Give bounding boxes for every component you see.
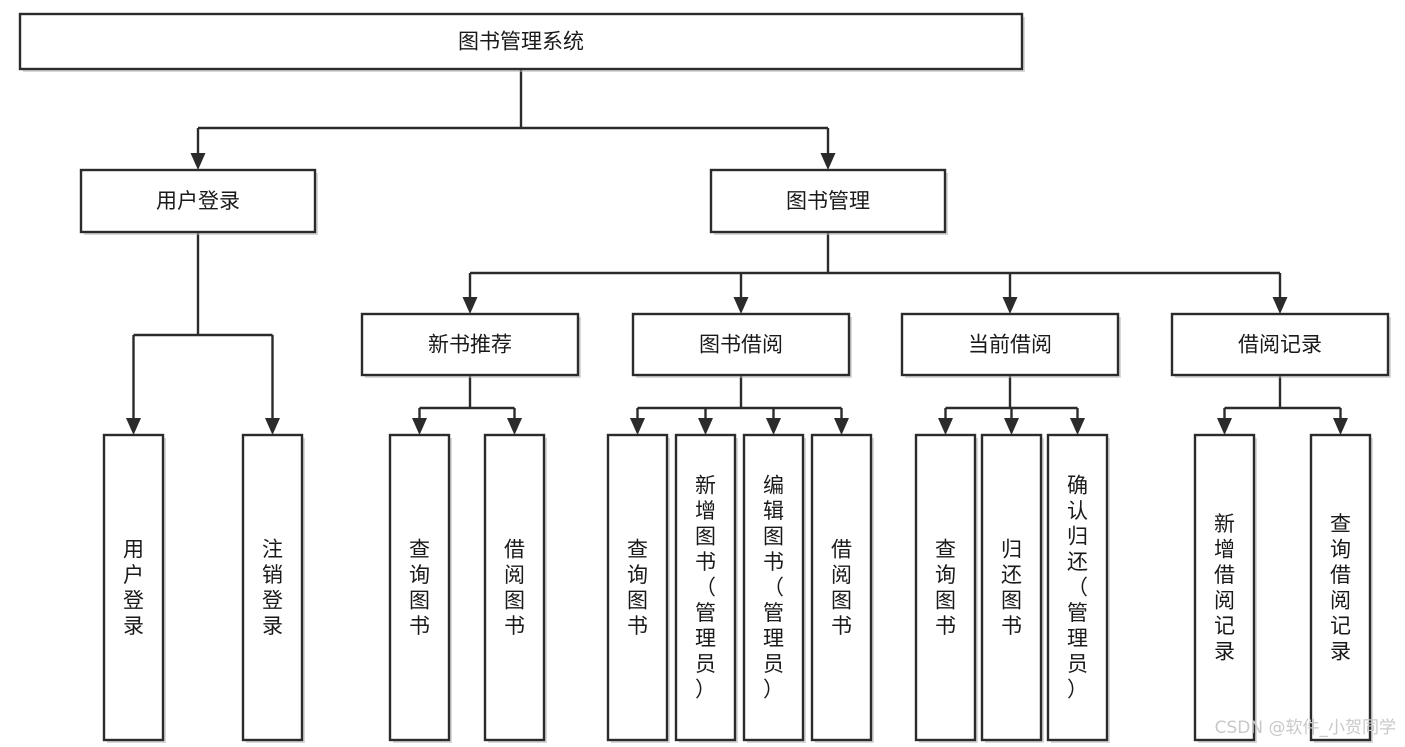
leaf-book-borrow-编辑图书管理员-2[interactable]: 编辑图书（管理员）	[742, 433, 806, 743]
book-mgmt-to-level3-arrow-0	[462, 297, 478, 314]
node-label: 用户登录	[156, 189, 240, 213]
node-level3-新书推荐-0[interactable]: 新书推荐	[360, 312, 581, 378]
leaf-borrow-record-查询借阅记录-1[interactable]: 查询借阅记录	[1309, 433, 1373, 743]
box-outline	[606, 433, 669, 742]
box-outline	[631, 312, 851, 377]
node-label: 借阅记录	[1238, 333, 1322, 357]
node-label: 查询借阅记录	[1330, 512, 1351, 664]
leaf-borrow-record-新增借阅记录-0[interactable]: 新增借阅记录	[1193, 433, 1257, 743]
root-to-level2-arrow-1	[820, 153, 836, 170]
node-label: 借阅图书	[504, 537, 525, 638]
leaf-book-borrow-新增图书管理员-1[interactable]: 新增图书（管理员）	[674, 433, 738, 743]
box-outline	[102, 433, 165, 742]
borrow-record-to-leaves-arrow-0	[1217, 418, 1232, 435]
leaf-user-login-用户登录-0[interactable]: 用户登录	[102, 433, 166, 743]
new-book-to-leaves-arrow-0	[412, 418, 427, 435]
current-borrow-to-leaves-arrow-2	[1070, 418, 1085, 435]
node-label: 注销登录	[262, 537, 283, 638]
book-mgmt-to-level3-arrow-2	[1002, 297, 1018, 314]
box-outline	[388, 433, 451, 742]
box-outline	[742, 433, 805, 742]
current-borrow-to-leaves-arrow-0	[938, 418, 953, 435]
leaf-book-borrow-查询图书-0[interactable]: 查询图书	[606, 433, 670, 743]
book-borrow-to-leaves-arrow-1	[698, 418, 713, 435]
current-borrow-to-leaves-arrow-1	[1004, 418, 1019, 435]
node-label: 查询图书	[627, 537, 648, 638]
node-label: 借阅图书	[831, 537, 852, 638]
csdn-watermark: CSDN @软件_小贺同学	[1215, 718, 1396, 738]
box-outline	[483, 433, 546, 742]
node-label: 查询图书	[409, 537, 430, 638]
leaf-user-login-注销登录-1[interactable]: 注销登录	[241, 433, 305, 743]
box-outline	[1309, 433, 1372, 742]
node-label: 归还图书	[1001, 537, 1022, 638]
user-login-to-leaves-arrow-0	[126, 418, 141, 435]
node-label: 用户登录	[123, 537, 144, 638]
node-label: 查询图书	[935, 537, 956, 638]
node-label: 新增借阅记录	[1214, 512, 1235, 664]
book-borrow-to-leaves-arrow-0	[630, 418, 645, 435]
box-outline	[914, 433, 977, 742]
node-label: 确认归还（管理员）	[1067, 474, 1088, 702]
box-outline	[810, 433, 873, 742]
edges-layer	[126, 69, 1348, 435]
box-outline	[674, 433, 737, 742]
leaf-new-book-借阅图书-1[interactable]: 借阅图书	[483, 433, 547, 743]
leaf-current-borrow-确认归还管理员-2[interactable]: 确认归还（管理员）	[1046, 433, 1110, 743]
borrow-record-to-leaves-arrow-1	[1333, 418, 1348, 435]
node-level2-图书管理-1[interactable]: 图书管理	[709, 168, 948, 235]
node-level3-图书借阅-1[interactable]: 图书借阅	[631, 312, 852, 378]
node-label: 图书管理	[786, 189, 870, 213]
book-mgmt-to-level3-arrow-1	[733, 297, 749, 314]
box-outline	[1170, 312, 1390, 377]
nodes-layer: 图书管理系统用户登录图书管理新书推荐图书借阅当前借阅借阅记录用户登录注销登录查询…	[18, 12, 1391, 743]
leaf-new-book-查询图书-0[interactable]: 查询图书	[388, 433, 452, 743]
leaf-current-borrow-归还图书-1[interactable]: 归还图书	[980, 433, 1044, 743]
node-level3-借阅记录-3[interactable]: 借阅记录	[1170, 312, 1391, 378]
user-login-to-leaves-arrow-1	[265, 418, 280, 435]
node-label: 新书推荐	[428, 333, 512, 357]
node-level2-用户登录-0[interactable]: 用户登录	[79, 168, 318, 235]
node-root-图书管理系统-0[interactable]: 图书管理系统	[18, 12, 1025, 72]
box-outline	[241, 433, 304, 742]
node-level3-当前借阅-2[interactable]: 当前借阅	[900, 312, 1121, 378]
leaf-book-borrow-借阅图书-3[interactable]: 借阅图书	[810, 433, 874, 743]
book-mgmt-to-level3-arrow-3	[1272, 297, 1288, 314]
box-outline	[79, 168, 317, 234]
node-label: 当前借阅	[968, 333, 1052, 357]
node-label: 编辑图书（管理员）	[763, 474, 784, 702]
box-outline	[18, 12, 1024, 71]
node-label: 图书借阅	[699, 333, 783, 357]
box-outline	[1046, 433, 1109, 742]
box-outline	[900, 312, 1120, 377]
book-borrow-to-leaves-arrow-3	[834, 418, 849, 435]
node-label: 新增图书（管理员）	[695, 474, 716, 702]
root-to-level2-arrow-0	[190, 153, 206, 170]
book-borrow-to-leaves-arrow-2	[766, 418, 781, 435]
node-label: 图书管理系统	[458, 30, 584, 54]
box-outline	[360, 312, 580, 377]
box-outline	[980, 433, 1043, 742]
box-outline	[709, 168, 947, 234]
box-outline	[1193, 433, 1256, 742]
new-book-to-leaves-arrow-1	[507, 418, 522, 435]
leaf-current-borrow-查询图书-0[interactable]: 查询图书	[914, 433, 978, 743]
